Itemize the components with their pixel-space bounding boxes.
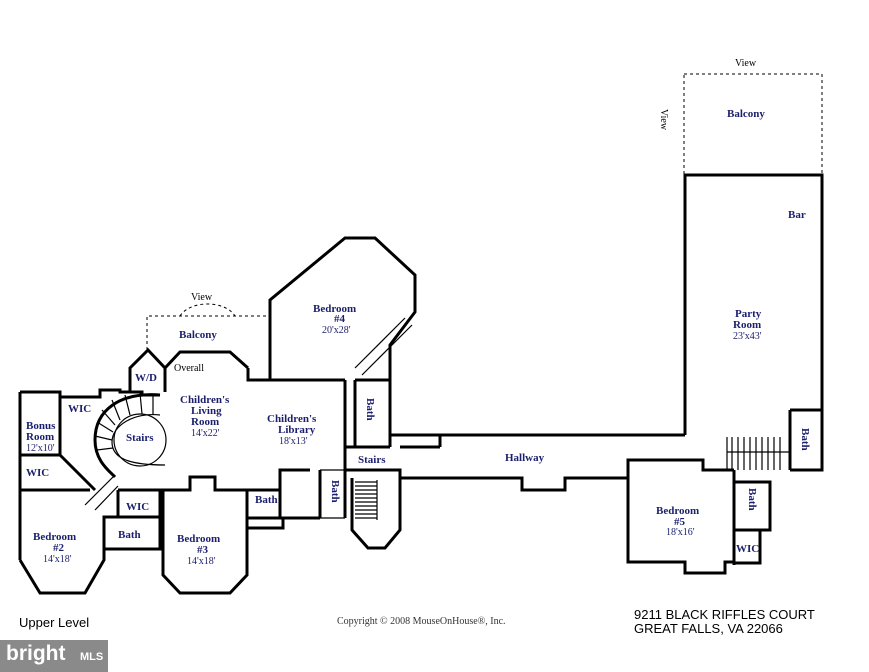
label-bedroom2-dim: 14'x18' [43,554,72,565]
label-stairs-spiral: Stairs [126,432,154,444]
level-label: Upper Level [19,615,90,630]
label-balcony-left: Balcony [179,329,217,341]
bright-mls-logo: bright MLS [0,640,108,672]
label-bar: Bar [788,209,806,221]
address-block: 9211 BLACK RIFFLES COURT GREAT FALLS, VA… [634,608,815,636]
label-library-dim: 18'x13' [279,436,308,447]
label-stairs-main: Stairs [358,454,386,466]
label-bath-small: Bath [255,494,278,506]
label-bedroom3-num: #3 [197,544,209,556]
label-childrens-living-2: Living [191,405,222,417]
label-childrens-living-3: Room [191,416,219,428]
label-bedroom2: Bedroom [33,531,76,543]
label-bedroom5-num: #5 [674,516,686,528]
label-bedroom5-dim: 18'x16' [666,527,695,538]
label-childrens-living-dim: 14'x22' [191,428,220,439]
label-party-1: Party [735,308,762,320]
left-wing-walls [18,236,685,595]
label-bonus-1: Bonus [26,420,56,432]
room-labels: View Balcony Overall W/D Bedroom #4 20'x… [26,58,811,567]
label-library-2: Library [278,424,316,436]
label-bath-vertical: Bath [364,398,376,421]
label-bath-right: Bath [799,428,811,451]
label-bonus-2: Room [26,431,54,443]
right-wing-walls [626,173,824,575]
logo-suffix: MLS [80,651,104,663]
label-view-left: View [191,292,213,303]
label-bedroom4-dim: 20'x28' [322,325,351,336]
label-view-top: View [735,58,757,69]
label-bedroom3-dim: 14'x18' [187,556,216,567]
label-bedroom4: Bedroom [313,303,356,315]
label-wd: W/D [135,372,157,384]
label-bedroom2-num: #2 [53,542,65,554]
label-childrens-living-1: Children's [180,394,230,406]
label-library-1: Children's [267,413,317,425]
label-bath-right2: Bath [746,488,758,511]
address-line-1: 9211 BLACK RIFFLES COURT [634,607,815,622]
label-view-side: View [658,109,669,131]
spiral-stairs [84,392,167,511]
label-party-2: Room [733,319,761,331]
label-balcony-right: Balcony [727,108,765,120]
main-stairs-treads [355,480,378,520]
label-bedroom3: Bedroom [177,533,220,545]
label-wic-top: WIC [68,403,91,415]
label-bath-vert2: Bath [329,480,341,503]
label-wic-left: WIC [26,467,49,479]
dashed-lines [146,73,823,381]
label-bedroom4-num: #4 [334,313,346,325]
address-line-2: GREAT FALLS, VA 22066 [634,621,783,636]
label-party-dim: 23'x43' [733,331,762,342]
label-wic-mid: WIC [126,501,149,513]
label-hallway: Hallway [505,452,545,464]
label-bath-mid: Bath [118,529,141,541]
label-bonus-dim: 12'x10' [26,443,55,454]
logo-brand: bright [6,642,66,665]
label-wic-right: WIC [736,543,759,555]
copyright-text: Copyright © 2008 MouseOnHouse®, Inc. [337,616,506,627]
label-overall: Overall [174,363,204,374]
label-bedroom5: Bedroom [656,505,699,517]
